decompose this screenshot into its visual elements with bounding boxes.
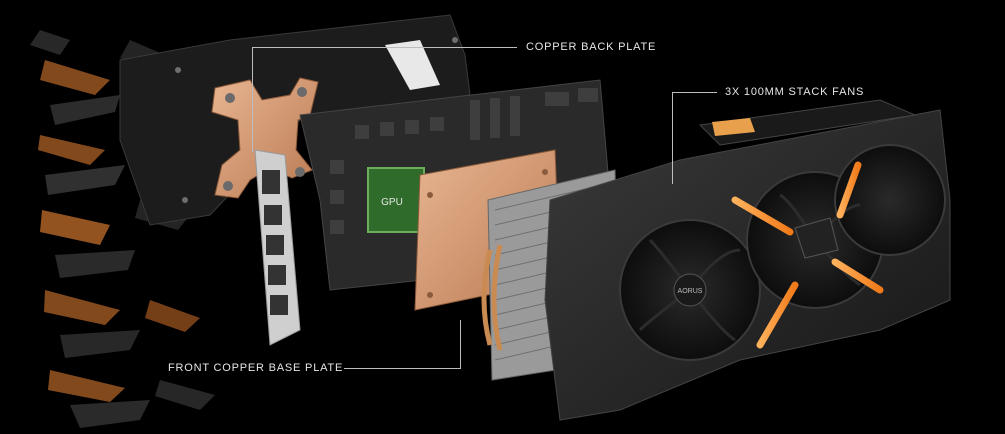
leader-line-fans-h (672, 92, 717, 93)
callout-front-copper-base-plate: FRONT COPPER BASE PLATE (168, 362, 344, 374)
rgb-x-lightbar (731, 161, 884, 349)
copper-back-plate (211, 77, 319, 199)
callout-stack-fans: 3X 100MM STACK FANS (725, 86, 865, 98)
callout-copper-back-plate: COPPER BACK PLATE (526, 41, 657, 53)
fan-shroud: AORUS (544, 99, 951, 421)
center-aorus-logo-icon (794, 217, 839, 259)
leader-line-fans-v (672, 92, 673, 184)
leader-line-front-plate-h (344, 368, 460, 369)
fan-right-icon (834, 144, 946, 256)
aorus-logo-icon (385, 40, 440, 90)
gpu-chip (367, 167, 425, 233)
leader-line-front-plate-v (460, 320, 461, 369)
leader-line-back-plate-v (252, 47, 253, 152)
background-stripe-pattern (30, 30, 215, 428)
top-aorus-logo-icon (712, 118, 755, 136)
leader-line-back-plate-h (252, 47, 517, 48)
gpu-chip-label: GPU (381, 197, 403, 208)
fan-brand-label: AORUS (678, 288, 703, 295)
io-bracket (254, 149, 301, 346)
